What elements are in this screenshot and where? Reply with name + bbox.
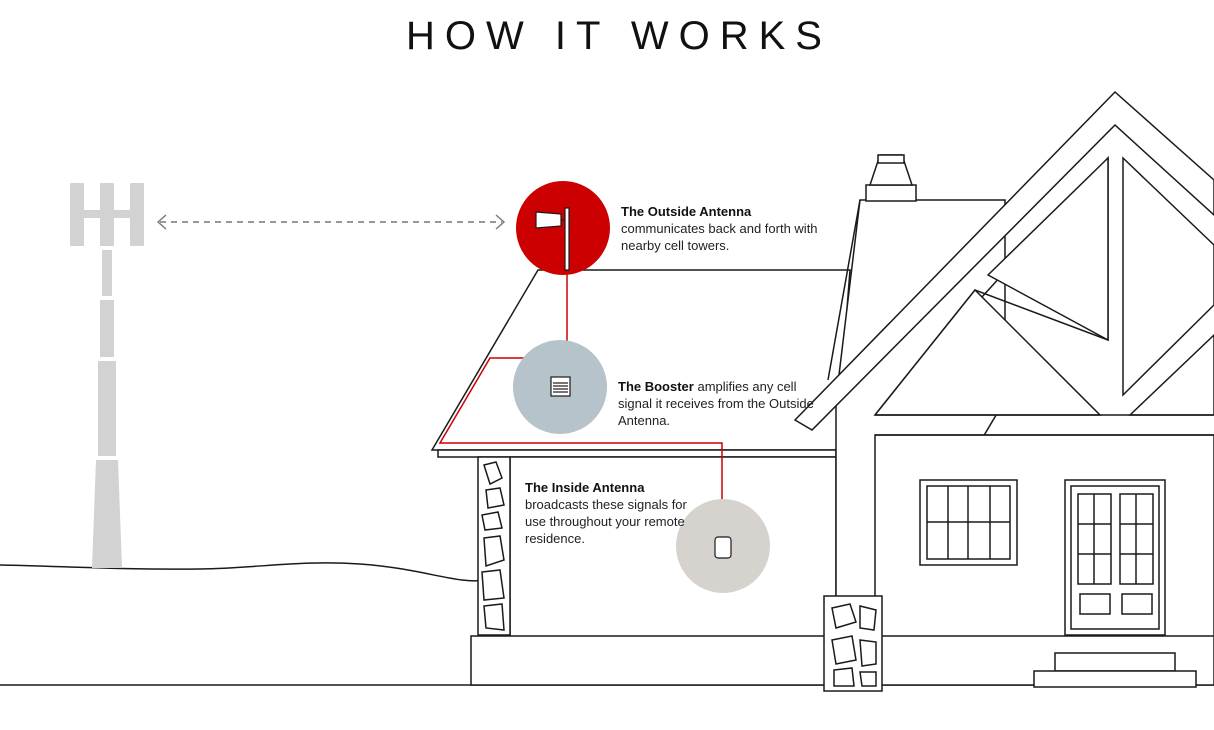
inside-antenna-heading: The Inside Antenna xyxy=(525,480,645,495)
booster-heading: The Booster xyxy=(618,379,694,394)
booster-text: amplifies any cell signal it receives fr… xyxy=(618,379,814,428)
ground-hill-line xyxy=(0,562,486,582)
outside-antenna-heading: The Outside Antenna xyxy=(621,204,752,219)
cell-tower-icon xyxy=(70,183,144,568)
house-left-wing xyxy=(430,269,851,686)
inside-antenna-icon xyxy=(714,536,732,559)
inside-antenna-text: broadcasts these signals for use through… xyxy=(525,497,687,546)
outside-antenna-marker xyxy=(516,181,610,275)
inside-antenna-marker xyxy=(676,499,770,593)
page-title: HOW IT WORKS xyxy=(406,14,832,58)
house-main xyxy=(793,90,1214,692)
booster-icon xyxy=(550,376,571,397)
outside-antenna-text: communicates back and forth with nearby … xyxy=(621,221,818,253)
outside-antenna-icon xyxy=(535,207,570,271)
booster-marker xyxy=(513,340,607,434)
inside-antenna-callout: The Inside Antenna broadcasts these sign… xyxy=(525,479,690,547)
signal-arrow-icon xyxy=(156,214,506,230)
outside-antenna-callout: The Outside Antenna communicates back an… xyxy=(621,203,821,254)
booster-callout: The Booster amplifies any cell signal it… xyxy=(618,378,818,429)
